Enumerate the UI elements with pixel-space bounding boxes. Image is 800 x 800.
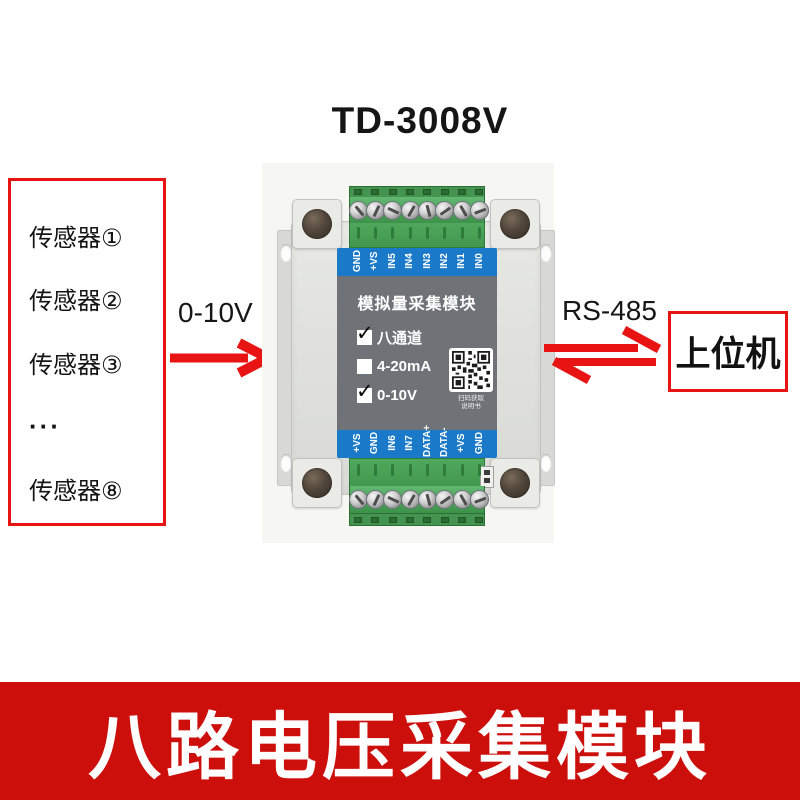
- terminal-notch: [460, 227, 464, 239]
- input-signal-label: 0-10V: [178, 297, 253, 328]
- right-arrow-icon: [170, 338, 276, 378]
- qr-code: 扫码获取 说明书: [449, 348, 493, 411]
- terminal-notch: [408, 464, 412, 476]
- dip-switch-icon: [480, 466, 494, 488]
- qr-caption-line1: 扫码获取: [458, 395, 484, 402]
- terminal-wire-hole: [475, 517, 484, 523]
- bottom-banner: 八路电压采集模块: [0, 682, 800, 800]
- option-row: 0-10V: [356, 379, 418, 404]
- terminal-screw-icon: [348, 490, 368, 509]
- mounting-hole-icon: [540, 244, 552, 262]
- terminal-wire-hole: [354, 517, 362, 523]
- module-ear-bottom-left: [292, 458, 342, 508]
- terminal-screw-icon: [400, 201, 420, 220]
- terminal-wire-hole: [423, 189, 432, 195]
- checkbox-icon: [356, 379, 374, 404]
- checkbox-icon: [356, 321, 374, 346]
- sensor-item-ellipsis: ···: [29, 411, 61, 441]
- terminal-notch: [477, 227, 481, 239]
- mounting-hole-icon: [280, 454, 292, 472]
- terminal-screw-icon: [452, 201, 472, 220]
- bottom-terminal-block: [348, 458, 497, 526]
- sensor-item-2: 传感器②: [29, 288, 123, 315]
- terminal-wire-hole: [458, 189, 467, 195]
- sensor-list-box: 传感器① 传感器② 传感器③ ··· 传感器⑧: [8, 178, 166, 526]
- terminal-wire-hole: [458, 517, 467, 523]
- terminal-wire-hole: [440, 517, 449, 523]
- terminal-wire-hole: [406, 189, 415, 195]
- case-screw-icon: [500, 209, 530, 239]
- terminal-screw-icon: [400, 490, 420, 509]
- qr-caption-line2: 说明书: [461, 403, 481, 410]
- option-label: 八通道: [377, 329, 423, 347]
- case-screw-icon: [500, 468, 530, 498]
- terminal-notch: [356, 464, 360, 476]
- terminal-screw-icon: [417, 490, 437, 509]
- terminal-wire-hole: [406, 517, 415, 523]
- terminal-wire-hole: [371, 517, 380, 523]
- case-screw-icon: [302, 468, 332, 498]
- terminal-wire-hole: [388, 517, 397, 523]
- sensor-item-8: 传感器⑧: [29, 478, 123, 505]
- terminal-ledge: [349, 223, 485, 248]
- module-ear-top-left: [292, 199, 342, 249]
- sensor-item-3: 传感器③: [29, 352, 123, 379]
- module-sticker: GND +VS IN5 IN4 IN3 IN2 IN1 IN0 模拟量采集模块 …: [337, 248, 497, 458]
- terminal-cap: [349, 513, 485, 526]
- option-label: 4-20mA: [377, 357, 432, 375]
- module-name-label: 模拟量采集模块: [357, 296, 477, 313]
- option-row: 4-20mA: [357, 357, 431, 375]
- module-ear-bottom-right: [490, 458, 540, 508]
- terminal-notch: [443, 464, 447, 476]
- host-computer-label: 上位机: [675, 335, 781, 374]
- qr-code-icon: [449, 348, 493, 392]
- bidirectional-arrows-icon: [544, 326, 662, 384]
- terminal-notch: [443, 227, 447, 239]
- terminal-notch: [391, 227, 395, 239]
- terminal-screw-icon: [417, 201, 437, 220]
- option-label: 0-10V: [377, 386, 418, 404]
- terminal-wire-hole: [371, 189, 380, 195]
- bottom-pin-band: +VS GND IN6 IN7 DATA+ DATA- +VS GND: [337, 425, 497, 458]
- terminal-screw-icon: [452, 490, 472, 509]
- product-title: TD-3008V: [331, 100, 509, 141]
- terminal-notch: [356, 227, 360, 239]
- terminal-notch: [373, 227, 377, 239]
- option-row: 八通道: [356, 321, 423, 347]
- top-pin-band: GND +VS IN5 IN4 IN3 IN2 IN1 IN0: [337, 248, 497, 276]
- checkbox-icon: [357, 358, 372, 374]
- terminal-notch: [408, 227, 412, 239]
- terminal-wire-hole: [388, 189, 397, 195]
- terminal-notch: [425, 464, 429, 476]
- terminal-wire-hole: [423, 517, 432, 523]
- terminal-notch: [373, 464, 377, 476]
- terminal-ledge: [349, 458, 485, 488]
- pin-label: GND: [474, 431, 485, 455]
- terminal-notch: [460, 464, 464, 476]
- case-screw-icon: [302, 209, 332, 239]
- sensor-item-1: 传感器①: [29, 225, 123, 252]
- terminal-wire-hole: [440, 189, 449, 195]
- mounting-hole-icon: [540, 454, 552, 472]
- terminal-screw-icon: [348, 201, 368, 220]
- terminal-screw-icon: [469, 490, 489, 509]
- top-terminal-block: [348, 186, 489, 248]
- host-computer-box: 上位机: [668, 311, 788, 392]
- terminal-notch: [477, 464, 481, 476]
- terminal-notch: [391, 464, 395, 476]
- mounting-hole-icon: [280, 244, 292, 262]
- pin-label: IN0: [474, 253, 485, 269]
- bus-protocol-label: RS-485: [562, 295, 657, 326]
- terminal-screw-icon: [469, 201, 489, 220]
- module-ear-top-right: [490, 199, 540, 249]
- terminal-notch: [425, 227, 429, 239]
- sticker-panel: 模拟量采集模块 八通道 4-20mA 0-10V: [337, 276, 497, 430]
- terminal-screw-icon: [365, 490, 385, 509]
- terminal-wire-hole: [354, 189, 362, 195]
- terminal-wire-hole: [475, 189, 484, 195]
- banner-text: 八路电压采集模块: [88, 707, 712, 788]
- terminal-screw-icon: [365, 201, 385, 220]
